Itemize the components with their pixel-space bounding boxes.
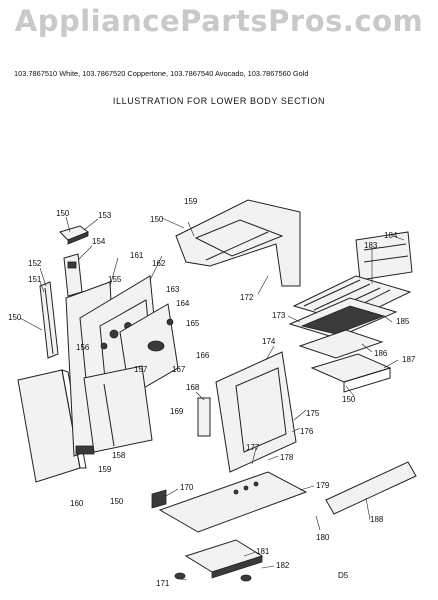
callout-176: 176	[300, 427, 314, 436]
callout-186: 186	[374, 349, 388, 358]
callout-161: 161	[130, 251, 144, 260]
part-187-drip-tray	[310, 353, 392, 393]
callout-164: 164	[176, 299, 190, 308]
callout-170: 170	[180, 483, 194, 492]
callout-150: 150	[110, 497, 124, 506]
callout-163: 163	[166, 285, 180, 294]
part-181-base-bracket	[184, 539, 264, 579]
part-151-side-strip	[39, 281, 59, 359]
callout-150: 150	[8, 313, 22, 322]
callout-152: 152	[28, 259, 42, 268]
part-170-clip	[151, 489, 167, 509]
callout-166: 166	[196, 351, 210, 360]
callout-179: 179	[316, 481, 330, 490]
page-code: D5	[338, 571, 349, 580]
part-160-door-panel	[17, 369, 87, 483]
callout-182: 182	[276, 561, 290, 570]
part-153-bracket	[59, 225, 90, 245]
part-172-cooktop	[175, 199, 301, 287]
callout-183: 183	[364, 241, 378, 250]
callout-168: 168	[186, 383, 200, 392]
part-179-bottom-panel	[158, 471, 308, 533]
part-168-hinge	[197, 397, 211, 437]
part-169-shield	[83, 365, 153, 453]
callout-159: 159	[184, 197, 198, 206]
callout-150: 150	[342, 395, 356, 404]
callout-185: 185	[396, 317, 410, 326]
callout-174: 174	[262, 337, 276, 346]
callout-181: 181	[256, 547, 270, 556]
callout-150: 150	[56, 209, 70, 218]
callout-180: 180	[316, 533, 330, 542]
callout-184: 184	[384, 231, 398, 240]
part-184-back-guard	[355, 231, 413, 281]
callout-165: 165	[186, 319, 200, 328]
callout-158: 158	[112, 451, 126, 460]
callout-187: 187	[402, 355, 416, 364]
part-171-leveling-feet	[174, 572, 252, 582]
leader-lines	[19, 216, 405, 581]
callout-175: 175	[306, 409, 320, 418]
model-numbers: 103.7867510 White, 103.7867520 Copperton…	[14, 69, 309, 78]
part-154-bracket	[63, 253, 83, 297]
watermark-text: AppliancePartsPros.com	[14, 4, 424, 38]
callout-150: 150	[150, 215, 164, 224]
callout-171: 171	[156, 579, 170, 588]
callout-167: 167	[172, 365, 186, 374]
part-188-kickplate	[325, 461, 417, 515]
callout-156: 156	[76, 343, 90, 352]
callout-188: 188	[370, 515, 384, 524]
callout-178: 178	[280, 453, 294, 462]
diagram-title: ILLUSTRATION FOR LOWER BODY SECTION	[112, 96, 326, 106]
callout-151: 151	[28, 275, 42, 284]
part-174-oven-door	[215, 351, 297, 473]
callout-169: 169	[170, 407, 184, 416]
callout-153: 153	[98, 211, 112, 220]
callout-157: 157	[134, 365, 148, 374]
callout-172: 172	[240, 293, 254, 302]
callout-154: 154	[92, 237, 106, 246]
callout-159: 159	[98, 465, 112, 474]
part-186-broiler-grid	[298, 329, 384, 359]
callout-labels: 150 153 154 152 151 150 155 161 162 163 …	[8, 197, 416, 588]
callout-173: 173	[272, 311, 286, 320]
callout-160: 160	[70, 499, 84, 508]
callout-177: 177	[246, 443, 260, 452]
callout-162: 162	[152, 259, 166, 268]
callout-155: 155	[108, 275, 122, 284]
